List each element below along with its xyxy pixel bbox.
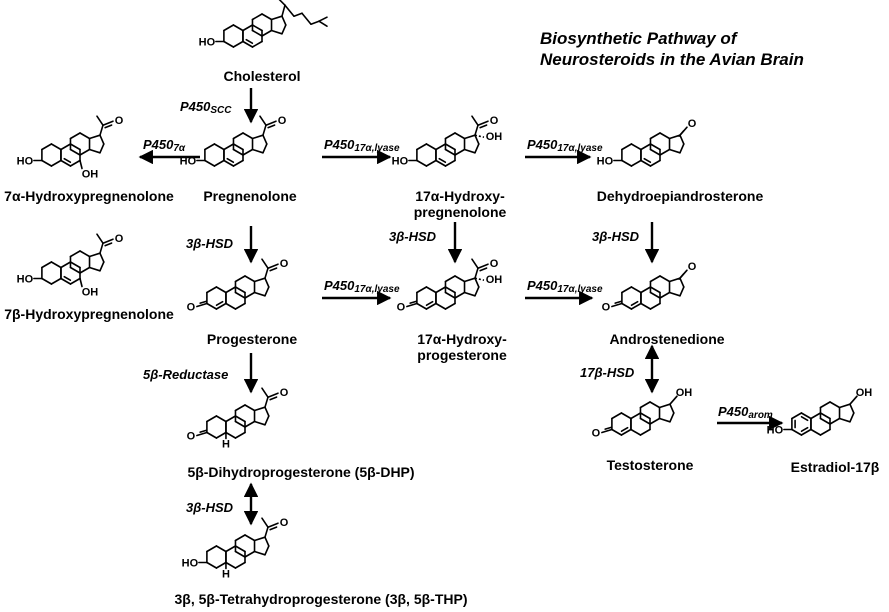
svg-text:O: O [278, 115, 287, 127]
enzyme-3b-hsd-3: 3β-HSD [592, 229, 640, 244]
label-progesterone: Progesterone [206, 331, 298, 347]
structure-17a-hydroxyprogesterone: O O OH [397, 258, 503, 313]
enzyme-p450-17a-lyase-1: P45017α,lyase [324, 137, 400, 154]
svg-text:HO: HO [597, 155, 614, 167]
svg-text:HO: HO [180, 155, 197, 167]
enzyme-p450-7a: P4507α [143, 137, 186, 154]
svg-text:O: O [397, 301, 406, 313]
svg-text:O: O [280, 517, 289, 529]
label-testosterone: Testosterone [606, 457, 694, 473]
enzyme-p450-17a-lyase-3: P45017α,lyase [324, 278, 400, 295]
svg-text:O: O [490, 258, 499, 270]
enzyme-p450-arom: P450arom [718, 404, 773, 421]
structure-17a-hydroxypregnenolone: HO O OH [392, 115, 503, 167]
svg-text:O: O [280, 387, 289, 399]
svg-text:HO: HO [392, 155, 409, 167]
structure-cholesterol: HO [199, 0, 328, 48]
label-dhea: Dehydroepiandrosterone [596, 188, 764, 204]
structure-testosterone: O OH [592, 387, 693, 439]
enzyme-3b-hsd-4: 3β-HSD [186, 500, 234, 515]
svg-text:O: O [490, 115, 499, 127]
svg-text:OH: OH [82, 286, 99, 298]
svg-text:H: H [222, 568, 230, 580]
label-androstenedione: Androstenedione [609, 331, 725, 347]
enzyme-p450-17a-lyase-2: P45017α,lyase [527, 137, 603, 154]
structure-pregnenolone: HO O [180, 115, 287, 167]
svg-text:OH: OH [486, 131, 503, 143]
label-3b-5b-thp: 3β, 5β-Tetrahydroprogesterone (3β, 5β-TH… [174, 591, 468, 607]
structure-progesterone: OO [187, 258, 289, 313]
structure-androstenedione: OO [602, 261, 697, 313]
svg-text:O: O [592, 427, 601, 439]
svg-text:OH: OH [82, 168, 99, 180]
structure-estradiol: HO OH [767, 387, 873, 436]
label-estradiol: Estradiol-17β [790, 459, 880, 475]
enzyme-p450scc: P450SCC [180, 99, 232, 116]
title-line-2: Neurosteroids in the Avian Brain [540, 50, 804, 69]
label-5b-dhp: 5β-Dihydroprogesterone (5β-DHP) [187, 464, 415, 480]
svg-text:O: O [187, 430, 196, 442]
enzyme-p450-17a-lyase-4: P45017α,lyase [527, 278, 603, 295]
label-pregnenolone: Pregnenolone [203, 188, 297, 204]
structure-7b-hydroxypregnenolone: HO OH O [17, 233, 124, 298]
svg-text:O: O [280, 258, 289, 270]
svg-text:OH: OH [676, 387, 693, 399]
label-17a-hydroxyprogesterone-line2: progesterone [417, 347, 507, 363]
svg-text:O: O [115, 115, 124, 127]
svg-text:O: O [602, 301, 611, 313]
svg-text:HO: HO [199, 36, 216, 48]
svg-text:OH: OH [486, 274, 503, 286]
svg-text:O: O [187, 301, 196, 313]
svg-text:HO: HO [17, 273, 34, 285]
svg-text:HO: HO [182, 557, 199, 569]
enzyme-3b-hsd-1: 3β-HSD [186, 236, 234, 251]
label-7b-hydroxypregnenolone: 7β-Hydroxypregnenolone [4, 306, 174, 322]
structure-5b-dhp: O H O [187, 387, 289, 450]
label-17a-hydroxypregnenolone-line1: 17α-Hydroxy- [415, 188, 505, 204]
structure-dhea: HO O [597, 118, 697, 167]
title-line-1: Biosynthetic Pathway of [540, 29, 737, 48]
label-17a-hydroxypregnenolone-line2: pregnenolone [413, 204, 507, 220]
structure-7a-hydroxypregnenolone: HO OH O [17, 115, 124, 180]
label-7a-hydroxypregnenolone: 7α-Hydroxypregnenolone [4, 188, 174, 204]
svg-text:H: H [222, 438, 230, 450]
enzyme-17b-hsd: 17β-HSD [580, 365, 635, 380]
enzyme-3b-hsd-2: 3β-HSD [389, 229, 437, 244]
svg-text:O: O [115, 233, 124, 245]
label-cholesterol: Cholesterol [223, 68, 301, 84]
svg-text:HO: HO [767, 424, 784, 436]
svg-text:O: O [688, 118, 697, 130]
svg-text:OH: OH [856, 387, 873, 399]
svg-text:HO: HO [17, 155, 34, 167]
svg-text:O: O [688, 261, 697, 273]
enzyme-5b-reductase: 5β-Reductase [143, 367, 229, 382]
label-17a-hydroxyprogesterone-line1: 17α-Hydroxy- [417, 331, 507, 347]
